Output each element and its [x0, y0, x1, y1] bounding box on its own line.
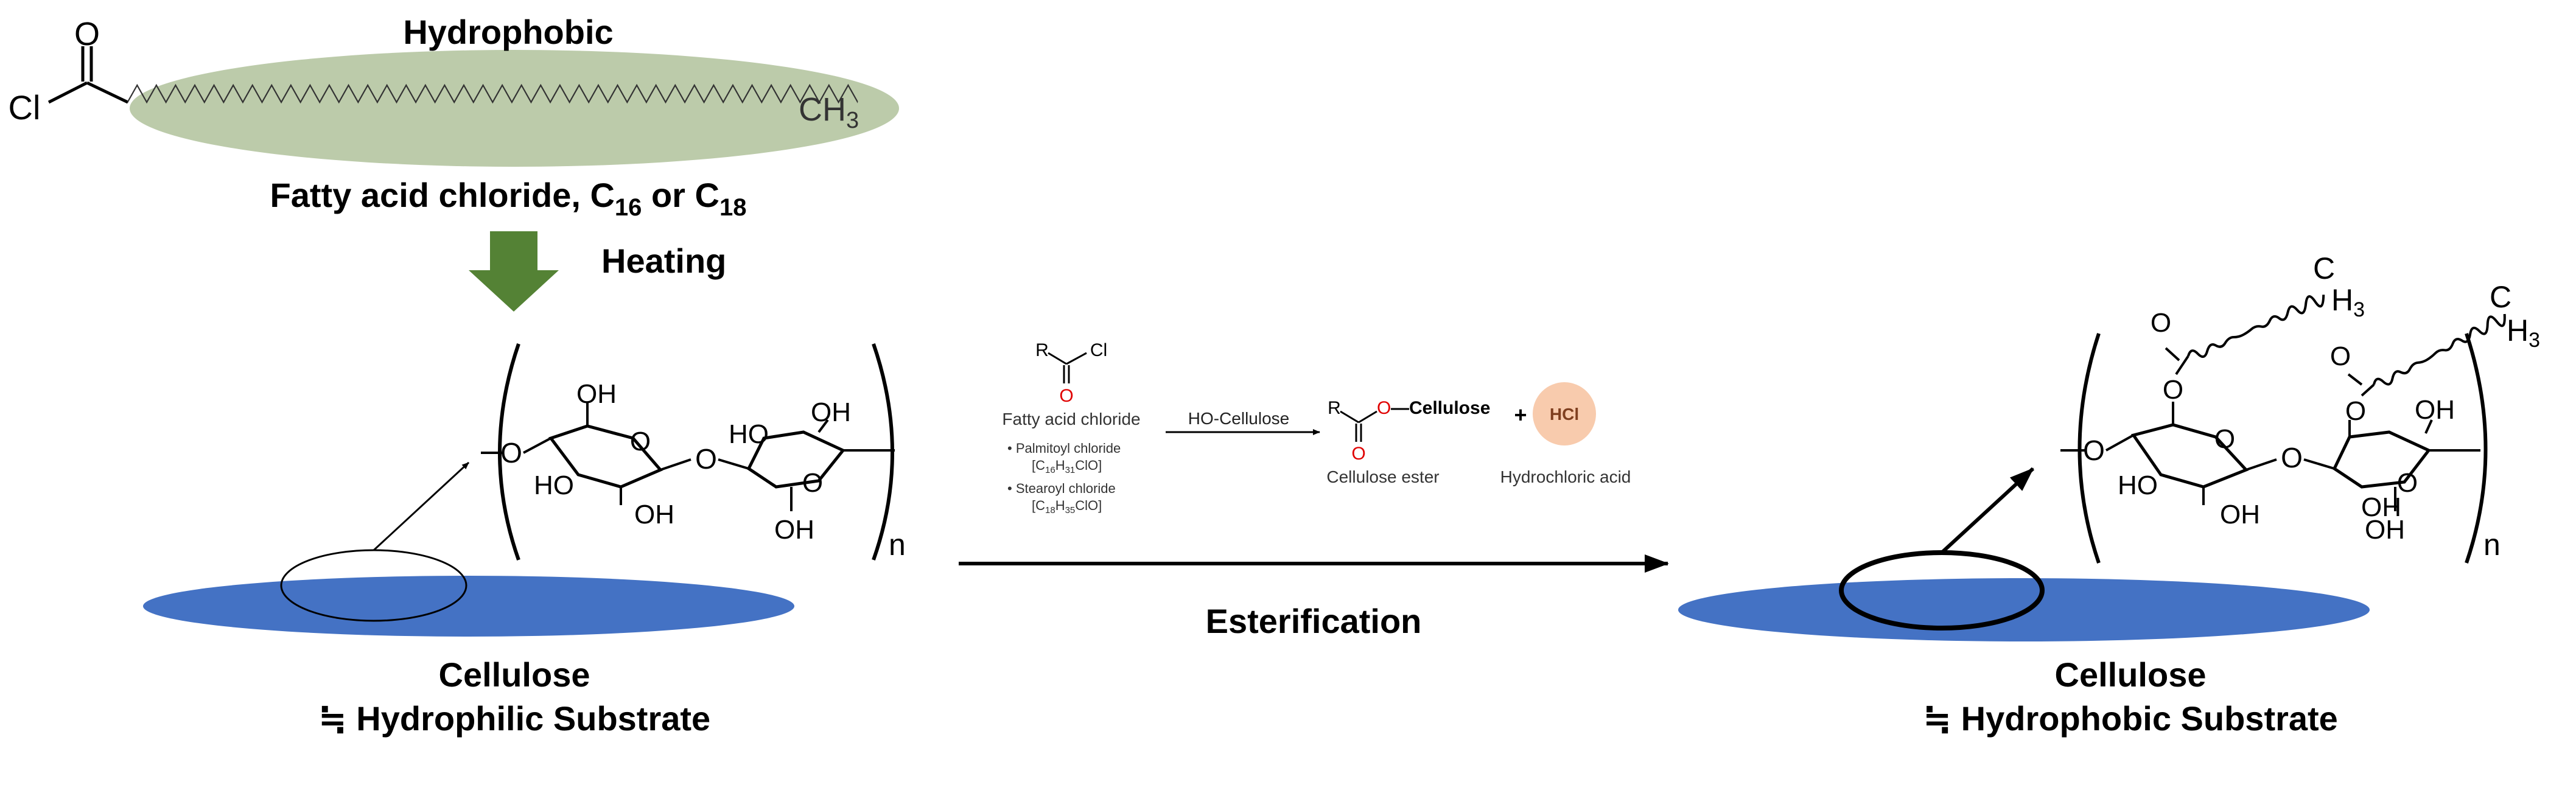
methyl-h3-1: H3 [2331, 283, 2365, 321]
hydrophobic-label: Hydrophobic [403, 13, 613, 51]
reagent-name: Fatty acid chloride [1002, 410, 1140, 428]
svg-text:Cl: Cl [1090, 340, 1107, 360]
svg-text:OH: OH [2220, 500, 2260, 529]
hcl-name: Hydrochloric acid [1500, 467, 1631, 486]
svg-text:O: O [2345, 396, 2366, 426]
svg-text:O: O [1351, 444, 1365, 464]
cellulose-left: n O O OH HO OH O O HO OH OH Cellulose ≒ … [143, 343, 906, 738]
svg-text:OH: OH [774, 515, 814, 545]
svg-text:HO: HO [534, 470, 574, 500]
zoom-pointer-arrow [373, 461, 470, 551]
hcl-formula: HCl [1550, 405, 1579, 424]
svg-text:R: R [1035, 340, 1049, 360]
methyl-group: CH3 [799, 91, 859, 133]
zoom-pointer-arrow-bold [1940, 467, 2035, 554]
reagent-option-palmitoyl: • Palmitoyl chloride [1007, 441, 1121, 456]
svg-text:OH: OH [576, 379, 617, 409]
heating-down-arrow [469, 231, 559, 312]
svg-text:O: O [2397, 468, 2418, 498]
right-bracket-right [2465, 333, 2488, 564]
cellulose-left-subtitle: ≒ Hydrophilic Substrate [318, 699, 710, 738]
cellulose-right: n O O HO OH O O C H3 O O OH OH OH O [1678, 251, 2540, 738]
svg-text:O: O [500, 437, 522, 469]
right-bracket [872, 343, 894, 561]
svg-text:O: O [2151, 308, 2171, 338]
chlorine-atom: Cl [9, 88, 41, 127]
svg-text:O: O [2083, 435, 2105, 466]
svg-text:R: R [1328, 398, 1341, 418]
svg-text:O: O [2281, 442, 2303, 473]
palmitoyl-formula: [C16H31ClO] [1032, 458, 1102, 475]
alkyl-chain-1 [2187, 295, 2325, 358]
alkyl-zigzag-chain [127, 83, 858, 104]
cellulose-left-title: Cellulose [439, 655, 590, 694]
svg-text:O: O [695, 443, 717, 475]
product-cellulose-chain: —Cellulose [1391, 398, 1490, 418]
stearoyl-formula: [C18H35ClO] [1032, 498, 1102, 515]
reaction-scheme: R Cl O Fatty acid chloride • Palmitoyl c… [1002, 340, 1631, 515]
svg-text:O: O [2214, 424, 2235, 454]
svg-text:HO: HO [2118, 470, 2158, 500]
heating-step: Heating [469, 231, 726, 312]
hcl-bubble [1533, 382, 1596, 445]
methyl-c-2: C [2490, 280, 2511, 314]
heating-label: Heating [601, 242, 726, 280]
svg-text:O: O [802, 468, 823, 498]
hydrophobic-chain-ellipse [130, 50, 899, 167]
hydrophilic-substrate-disk [143, 576, 794, 637]
repeat-unit-n: n [889, 528, 906, 562]
svg-text:O: O [2163, 375, 2183, 405]
fatty-acid-chloride-caption: Fatty acid chloride, C16 or C18 [270, 176, 747, 221]
esterification-label: Esterification [1206, 602, 1422, 640]
repeat-unit-n-right: n [2483, 528, 2501, 562]
svg-text:HO: HO [729, 419, 769, 449]
fatty-acid-chloride: Hydrophobic Cl O CH3 Fatty acid chloride… [9, 13, 899, 221]
svg-text:O: O [2330, 341, 2351, 371]
esterification-step: Esterification [959, 554, 1669, 640]
plus-sign: + [1514, 402, 1527, 427]
svg-text:OH: OH [811, 397, 851, 427]
alkyl-chain-2 [2373, 313, 2506, 386]
product-name: Cellulose ester [1326, 467, 1439, 486]
reagent-option-stearoyl: • Stearoyl chloride [1007, 481, 1116, 496]
svg-text:O: O [630, 427, 651, 456]
methyl-h3-2: H3 [2507, 313, 2540, 352]
methyl-c-1: C [2313, 251, 2335, 285]
svg-text:OH: OH [2415, 395, 2455, 425]
cellulose-right-subtitle: ≒ Hydrophobic Substrate [1923, 699, 2338, 738]
svg-text:OH: OH [2365, 515, 2405, 545]
carbonyl-oxygen: O [74, 16, 100, 52]
svg-text:OH: OH [634, 500, 674, 529]
svg-text:O: O [1059, 386, 1073, 406]
reaction-arrow-label: HO-Cellulose [1188, 409, 1290, 428]
svg-text:O: O [1377, 398, 1391, 418]
cellulose-right-title: Cellulose [2055, 655, 2207, 694]
